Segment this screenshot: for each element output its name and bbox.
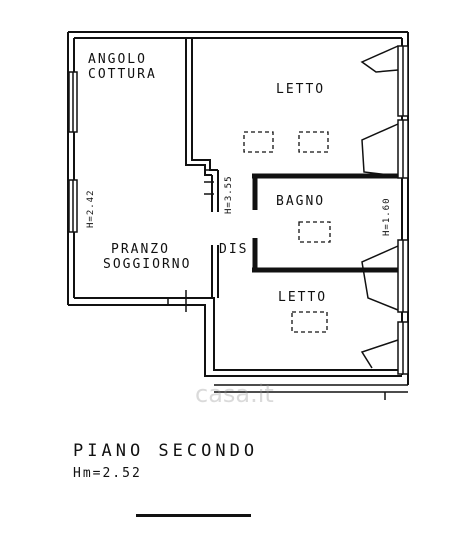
stair-steps	[204, 169, 214, 195]
label-kitchen: ANGOLO COTTURA	[88, 52, 157, 82]
label-kitchen-line2: COTTURA	[88, 67, 157, 82]
label-living-line2: SOGGIORNO	[103, 257, 192, 272]
outer-wall-bottom-left-inner	[74, 297, 402, 371]
bed-marker-1	[243, 131, 274, 153]
label-living: PRANZO SOGGIORNO	[103, 242, 191, 272]
label-corridor: DIS	[219, 242, 249, 257]
floor-title: PIANO SECONDO	[73, 441, 259, 461]
wall-center-lower	[211, 245, 219, 298]
outer-wall-bottom-left	[68, 304, 402, 377]
height-center: H=3.55	[224, 175, 234, 214]
scale-bar	[136, 514, 251, 517]
lower-structure	[214, 384, 408, 400]
wall-center-stub	[211, 170, 219, 212]
label-bedroom-bottom: LETTO	[278, 290, 328, 305]
bed-marker-3	[291, 311, 328, 333]
door-corridor-bottom	[167, 290, 187, 312]
bed-marker-2	[298, 131, 329, 153]
height-left: H=2.42	[86, 189, 96, 228]
label-living-line1: PRANZO	[111, 242, 170, 257]
label-kitchen-line1: ANGOLO	[88, 52, 147, 67]
watermark: casa.it	[195, 380, 274, 408]
label-bedroom-top: LETTO	[276, 82, 326, 97]
bath-fixture-marker	[298, 221, 331, 243]
height-right: H=1.60	[382, 197, 392, 236]
wall-kitchen-bedroom-inner	[191, 38, 218, 171]
label-bathroom: BAGNO	[276, 194, 326, 209]
floor-avg-height: Hm=2.52	[73, 466, 142, 481]
wall-kitchen-bedroom	[185, 38, 212, 176]
